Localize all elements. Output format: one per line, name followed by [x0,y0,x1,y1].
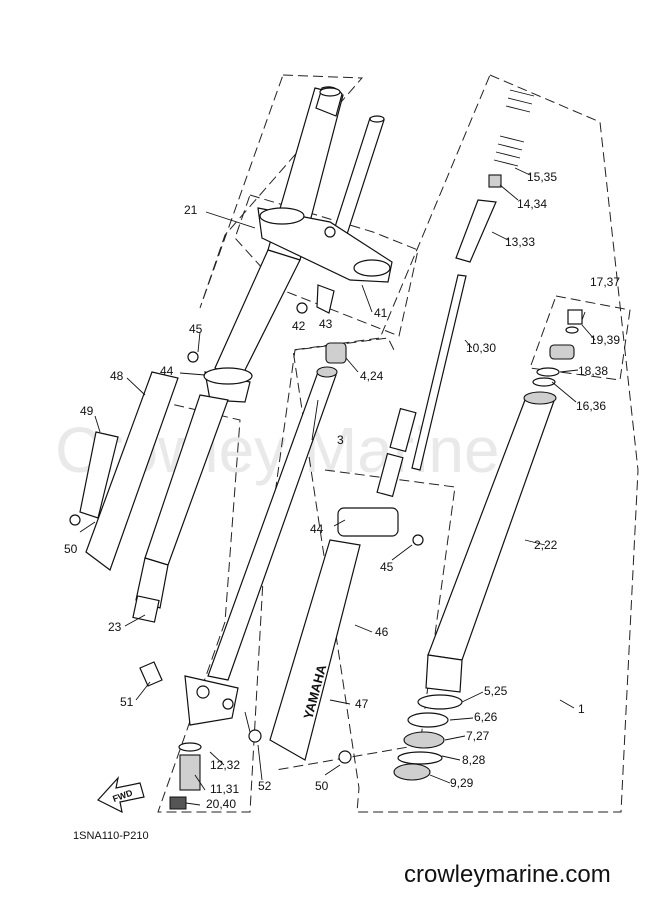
callout-18-38: 18,38 [578,364,608,378]
callout-50-left: 50 [64,542,78,556]
callout-41: 41 [374,306,388,320]
callout-17-37: 17,37 [590,275,620,289]
callout-42: 42 [292,319,306,333]
damper-rod [376,199,497,498]
callout-48: 48 [110,369,124,383]
fork-protector-left [79,371,179,571]
lower-bracket [203,367,253,403]
callout-19-39: 19,39 [590,333,620,347]
callout-4-24: 4,24 [360,369,384,383]
inner-tube-center [207,366,338,681]
callout-12-32: 12,32 [210,758,240,772]
cap-bolt-assembly [532,309,583,387]
callout-11-31: 11,31 [210,782,239,796]
website-footer: crowleymarine.com [404,861,611,888]
callout-43: 43 [319,317,333,331]
callout-14-34: 14,34 [517,197,547,211]
callout-10-30: 10,30 [466,341,496,355]
callout-44-upper: 44 [160,364,174,378]
callout-47: 47 [355,697,369,711]
callout-44-lower: 44 [310,522,324,536]
upper-bracket [257,207,393,283]
callout-49: 49 [80,404,94,418]
callout-8-28: 8,28 [462,753,486,767]
callout-50-right: 50 [315,779,329,793]
left-fork-inner-tube [132,394,229,623]
callout-52: 52 [258,779,272,793]
right-fork-outer-tube [425,391,557,693]
callout-7-27: 7,27 [466,729,490,743]
callout-21: 21 [184,203,198,217]
fwd-arrow-icon: FWD [97,775,145,814]
fork-guard: YAMAHA [269,539,361,761]
callout-15-35: 15,35 [527,170,557,184]
callout-13-33: 13,33 [505,235,535,249]
callout-3: 3 [337,433,344,447]
callout-6-26: 6,26 [474,710,498,724]
axle-holder [184,675,239,726]
cap-bolt-bottom [169,742,202,810]
callout-45-lower: 45 [380,560,394,574]
callout-23: 23 [108,620,122,634]
callout-9-29: 9,29 [450,776,474,790]
leader-lines [79,167,596,806]
callout-45-upper: 45 [189,322,203,336]
fork-spring [488,89,535,188]
diagram-code: 1SNA110-P210 [73,830,149,842]
callout-51: 51 [120,695,134,709]
callout-2-22: 2,22 [534,538,558,552]
callout-20-40: 20,40 [206,797,236,811]
callout-5-25: 5,25 [484,684,508,698]
callout-1: 1 [578,702,585,716]
bushing [325,342,347,364]
callout-16-36: 16,36 [576,399,606,413]
callout-46: 46 [375,625,389,639]
hardware [69,284,424,764]
callout-labels: 21 45 44 48 49 50 23 51 12,32 11,31 20,4… [64,170,620,811]
seal-stack [393,694,463,781]
